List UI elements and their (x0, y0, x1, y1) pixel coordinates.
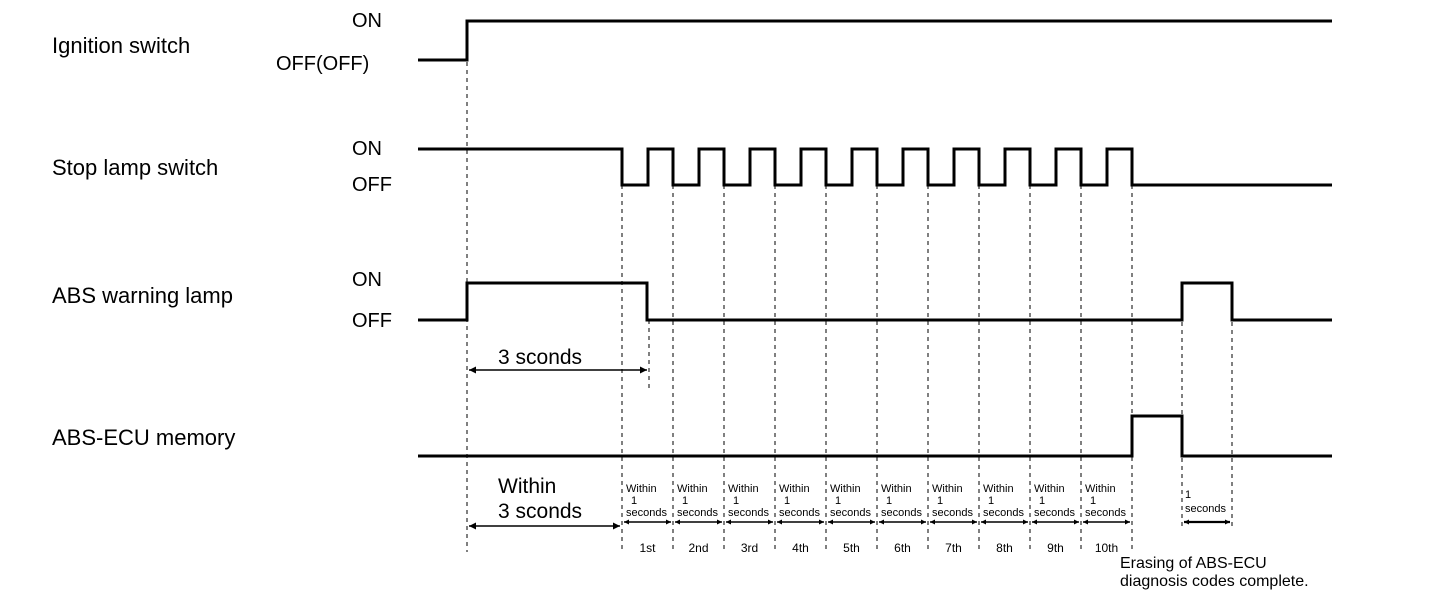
window-one-label: 1 (784, 495, 790, 507)
pulse-windows: Within1seconds1stWithin1seconds2ndWithin… (624, 483, 1130, 555)
stop-lamp-label: Stop lamp switch (52, 155, 218, 180)
window-within-label: Within (932, 483, 963, 495)
window-unit-label: seconds (779, 507, 820, 519)
ignition-switch-row: Ignition switch ON OFF(OFF) (52, 10, 1332, 75)
erase-note-line1: Erasing of ABS-ECU (1120, 555, 1267, 572)
window-unit-label: seconds (1034, 507, 1075, 519)
window-ordinal-label: 9th (1047, 541, 1064, 555)
abs-lamp-off-label: OFF (352, 310, 392, 332)
within-three-seconds-dimension: Within 3 sconds (469, 475, 620, 530)
window-one-label: 1 (886, 495, 892, 507)
one-second-interval: 1 seconds (1184, 489, 1230, 525)
window-ordinal-label: 5th (843, 541, 860, 555)
ignition-waveform (418, 19, 1332, 62)
window-within-label: Within (626, 483, 657, 495)
window-one-label: 1 (988, 495, 994, 507)
erase-note-line2: diagnosis codes complete. (1120, 573, 1309, 590)
one-second-num: 1 (1185, 489, 1191, 501)
stop-lamp-on-label: ON (352, 138, 382, 160)
window-unit-label: seconds (830, 507, 871, 519)
window-ordinal-label: 6th (894, 541, 911, 555)
window-unit-label: seconds (626, 507, 667, 519)
ignition-label: Ignition switch (52, 33, 190, 58)
window-within-label: Within (1085, 483, 1116, 495)
within-3s-line1: Within (498, 475, 556, 498)
ecu-memory-label: ABS-ECU memory (52, 425, 235, 450)
window-one-label: 1 (733, 495, 739, 507)
window-unit-label: seconds (728, 507, 769, 519)
abs-lamp-on-label: ON (352, 269, 382, 291)
window-guide-lines (621, 185, 1082, 552)
ignition-on-label: ON (352, 10, 382, 32)
window-within-label: Within (779, 483, 810, 495)
window-within-label: Within (1034, 483, 1065, 495)
three-seconds-label: 3 sconds (498, 346, 582, 369)
window-one-label: 1 (682, 495, 688, 507)
window-within-label: Within (830, 483, 861, 495)
window-within-label: Within (983, 483, 1014, 495)
stop-lamp-waveform (418, 147, 1332, 187)
window-unit-label: seconds (983, 507, 1024, 519)
window-ordinal-label: 4th (792, 541, 809, 555)
window-ordinal-label: 3rd (741, 541, 758, 555)
window-ordinal-label: 1st (639, 541, 656, 555)
one-second-unit: seconds (1185, 503, 1226, 515)
window-unit-label: seconds (932, 507, 973, 519)
stop-lamp-off-label: OFF (352, 174, 392, 196)
window-one-label: 1 (1039, 495, 1045, 507)
within-3s-line2: 3 sconds (498, 500, 582, 523)
abs-ecu-memory-row: ABS-ECU memory (52, 414, 1332, 458)
window-ordinal-label: 2nd (688, 541, 708, 555)
ignition-off-label: OFF(OFF) (276, 53, 369, 75)
window-unit-label: seconds (1085, 507, 1126, 519)
window-ordinal-label: 7th (945, 541, 962, 555)
abs-lamp-label: ABS warning lamp (52, 283, 233, 308)
abs-lamp-waveform (418, 281, 1332, 322)
window-one-label: 1 (937, 495, 943, 507)
ecu-memory-waveform (418, 414, 1332, 458)
window-ordinal-label: 8th (996, 541, 1013, 555)
window-unit-label: seconds (677, 507, 718, 519)
window-within-label: Within (728, 483, 759, 495)
window-unit-label: seconds (881, 507, 922, 519)
window-one-label: 1 (835, 495, 841, 507)
erase-complete-note: Erasing of ABS-ECU diagnosis codes compl… (1120, 555, 1309, 590)
window-one-label: 1 (631, 495, 637, 507)
abs-warning-lamp-row: ABS warning lamp ON OFF (52, 269, 1332, 332)
time-guide-lines (466, 62, 1233, 552)
window-within-label: Within (881, 483, 912, 495)
window-one-label: 1 (1090, 495, 1096, 507)
window-within-label: Within (677, 483, 708, 495)
stop-lamp-switch-row: Stop lamp switch ON OFF (52, 138, 1332, 196)
window-ordinal-label: 10th (1095, 541, 1118, 555)
three-seconds-dimension: 3 sconds (469, 346, 647, 374)
